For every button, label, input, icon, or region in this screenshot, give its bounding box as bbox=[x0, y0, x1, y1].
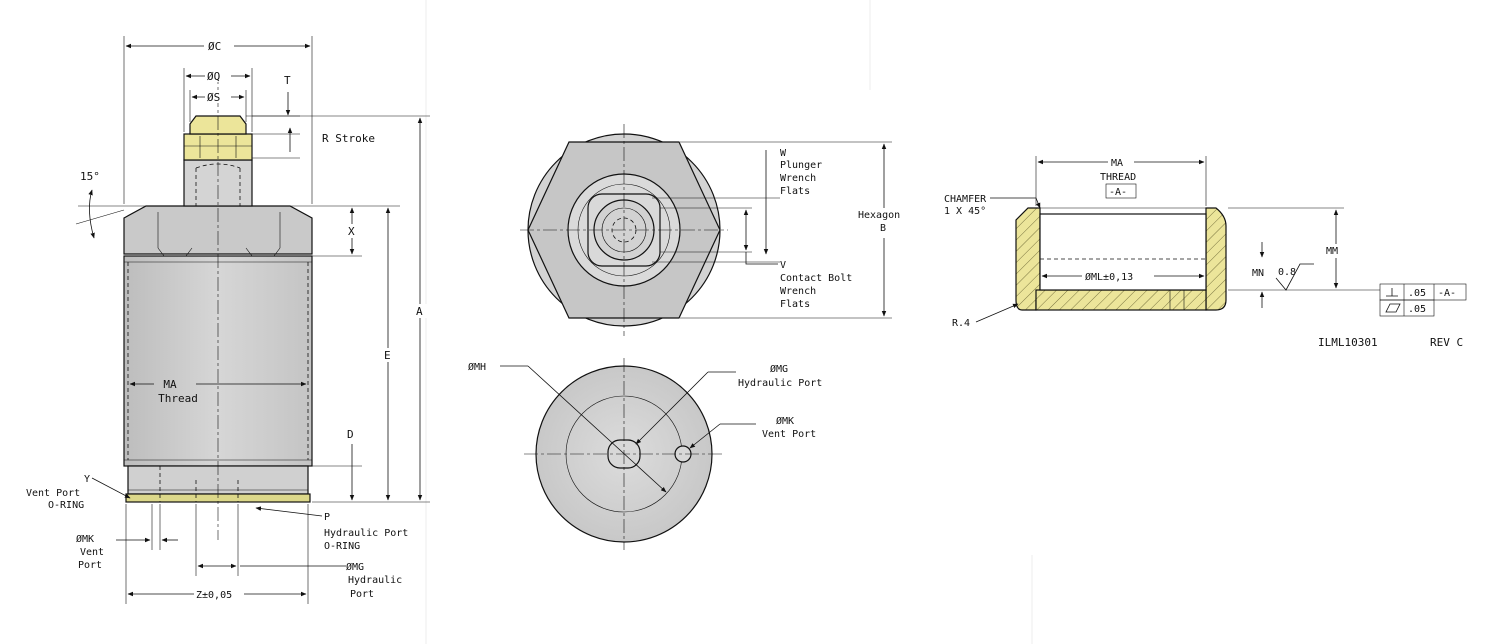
dim-x-label: X bbox=[348, 225, 355, 238]
flatness-icon bbox=[1385, 303, 1401, 313]
w-label: W bbox=[780, 148, 787, 159]
gdt-frame: .05 -A- .05 bbox=[1379, 283, 1467, 317]
tol-flat-label: .05 bbox=[1408, 304, 1426, 315]
tol-datum-label: -A- bbox=[1438, 288, 1456, 299]
dim-a-label: A bbox=[416, 305, 423, 318]
dim-z-label: Z±0,05 bbox=[196, 590, 232, 601]
chamfer-size-label: 1 X 45° bbox=[944, 206, 986, 217]
mg-label: ØMG bbox=[346, 561, 364, 573]
flats2-label: Flats bbox=[780, 299, 810, 310]
p-label: P bbox=[324, 512, 330, 523]
plunger-label: Plunger bbox=[780, 160, 822, 171]
dim-d-label: D bbox=[347, 428, 354, 441]
wrench2-label: Wrench bbox=[780, 286, 816, 297]
mh-label: ØMH bbox=[468, 361, 486, 373]
perpendicularity-icon bbox=[1386, 288, 1398, 297]
bottom-vent-port-label: Vent Port bbox=[762, 429, 816, 440]
mk-label: ØMK bbox=[76, 533, 94, 545]
section-ma-label: MA bbox=[1111, 158, 1123, 169]
ml-label: ØML±0,13 bbox=[1085, 271, 1133, 283]
dim-q-label: ØQ bbox=[207, 70, 220, 83]
tol-perp-label: .05 bbox=[1408, 288, 1426, 299]
wrench-label: Wrench bbox=[780, 173, 816, 184]
dim-s-label: ØS bbox=[207, 91, 220, 104]
angle-15-label: 15° bbox=[80, 170, 100, 183]
section-right-wall bbox=[1205, 207, 1227, 311]
mk-port-label: Port bbox=[78, 560, 102, 571]
datum-a-label: -A- bbox=[1109, 187, 1127, 198]
dim-t-label: T bbox=[284, 74, 291, 87]
hydraulic-port-oring-label: Hydraulic Port bbox=[324, 528, 408, 539]
hydraulic-port-oring-label2: O-RING bbox=[324, 541, 360, 552]
bottom-hydraulic-port-label: Hydraulic Port bbox=[738, 378, 822, 389]
flats-label: Flats bbox=[780, 186, 810, 197]
thread-label: Thread bbox=[158, 392, 198, 405]
bottom-mk-label: ØMK bbox=[776, 415, 794, 427]
mg-hydraulic-label: Hydraulic bbox=[348, 575, 402, 586]
b-label: B bbox=[880, 223, 886, 234]
v-label: V bbox=[780, 260, 786, 271]
contact-bolt-label: Contact Bolt bbox=[780, 273, 852, 284]
drawing-number: ILML10301 bbox=[1318, 336, 1378, 349]
mm-label: MM bbox=[1326, 246, 1338, 257]
vent-port-oring-label: Vent Port bbox=[26, 488, 80, 499]
section-bottom bbox=[1035, 289, 1207, 311]
mn-label: MN bbox=[1252, 268, 1264, 279]
roughness-label: 0.8 bbox=[1278, 267, 1296, 278]
hexagon-label: Hexagon bbox=[858, 210, 900, 221]
vent-port-oring-label2: O-RING bbox=[48, 500, 84, 511]
mk-vent-label: Vent bbox=[80, 547, 104, 558]
mg-port-label: Port bbox=[350, 589, 374, 600]
top-view: W Plunger Wrench Flats V Contact Bolt Wr… bbox=[520, 124, 915, 336]
revision-label: REV C bbox=[1430, 336, 1463, 349]
y-label: Y bbox=[84, 474, 90, 485]
chamfer-label: CHAMFER bbox=[944, 194, 987, 205]
dim-r-stroke-label: R Stroke bbox=[322, 132, 375, 145]
ma-label: MA bbox=[163, 378, 177, 391]
bottom-mg-label: ØMG bbox=[770, 363, 788, 375]
dim-e-label: E bbox=[384, 349, 391, 362]
section-thread-label: THREAD bbox=[1100, 172, 1136, 183]
side-view: ØC ØQ ØS T R Stroke 15° X bbox=[26, 36, 430, 604]
bottom-view: ØMH ØMG Hydraulic Port ØMK Vent Port bbox=[468, 358, 822, 550]
section-view: MA THREAD -A- CHAMFER 1 X 45° ØML±0,13 M… bbox=[944, 156, 1467, 329]
r4-label: R.4 bbox=[952, 318, 970, 329]
dim-c-label: ØC bbox=[208, 40, 221, 53]
